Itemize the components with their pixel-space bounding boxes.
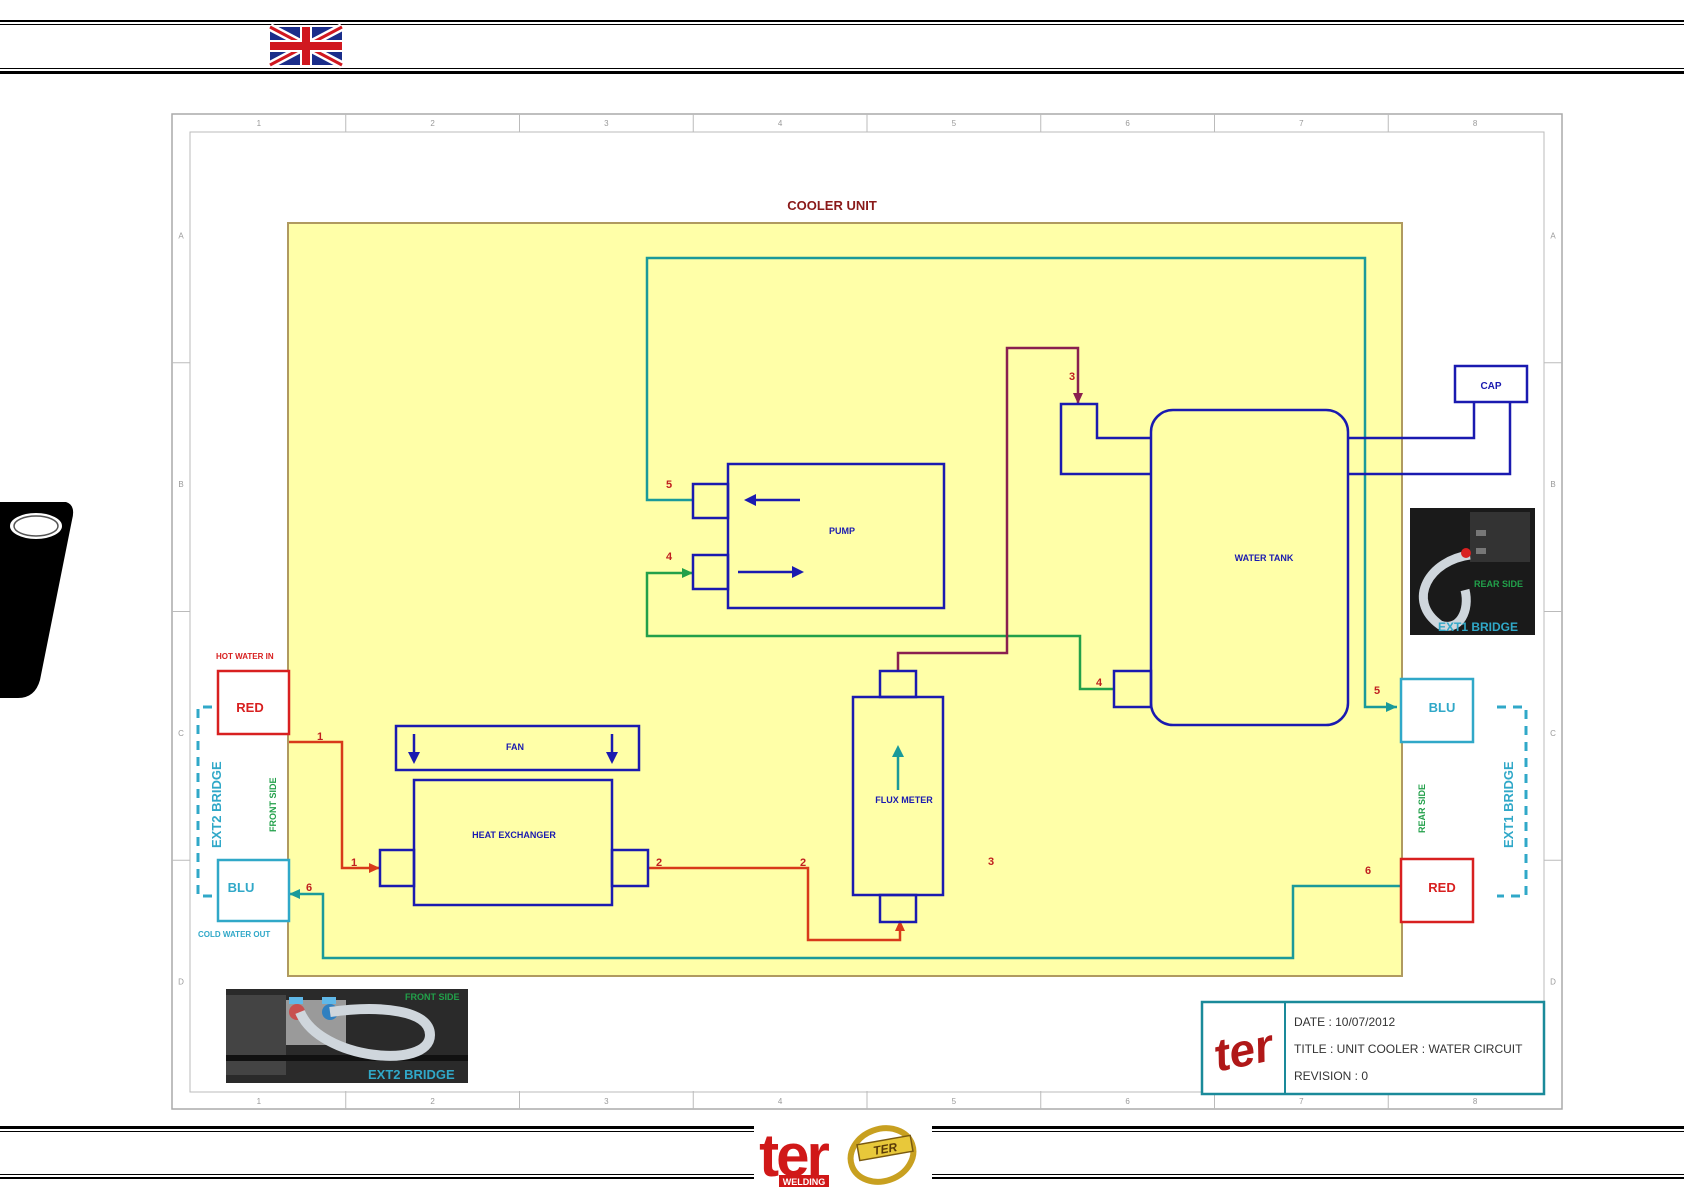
sheet-row-mark: D [178, 978, 184, 987]
sheet-row-mark: A [178, 231, 184, 240]
front-photo-caption-side: FRONT SIDE [405, 992, 460, 1002]
line-number: 6 [306, 882, 312, 894]
line-number: 6 [1365, 865, 1371, 877]
rear-side-photo: REAR SIDE EXT1 BRIDGE [1410, 508, 1535, 635]
sheet-col-mark: 8 [1473, 119, 1478, 128]
rear-photo-caption-side: REAR SIDE [1474, 579, 1523, 589]
arrow-head [682, 568, 693, 578]
water-line-3 [896, 346, 1080, 671]
sheet-col-mark: 1 [257, 1097, 262, 1106]
water-line-6 [289, 884, 1401, 960]
pump-label: PUMP [829, 526, 855, 536]
sheet-row-mark: D [1550, 978, 1556, 987]
title-block-date: DATE : 10/07/2012 [1294, 1015, 1396, 1029]
sheet-col-mark: 2 [430, 1097, 435, 1106]
front-side-label: FRONT SIDE [268, 777, 278, 832]
title-block: ter DATE : 10/07/2012 TITLE : UNIT COOLE… [1200, 1000, 1546, 1096]
cap: CAP [1453, 364, 1529, 404]
sheet-row-mark: C [1550, 729, 1556, 738]
water-line-2 [648, 866, 902, 942]
sheet-col-mark: 4 [778, 119, 783, 128]
sheet-row-mark: C [178, 729, 184, 738]
line-number: 1 [351, 857, 357, 869]
cap-label: CAP [1480, 381, 1501, 392]
heat-exchanger-label: HEAT EXCHANGER [472, 830, 556, 840]
ext1-bridge-bracket [1497, 705, 1528, 898]
line-number: 5 [1374, 685, 1380, 697]
title-block-logo: ter [1209, 1018, 1279, 1082]
line-number: 2 [800, 857, 806, 869]
heat-exchanger: HEAT EXCHANGER [378, 778, 650, 907]
line-number: 4 [666, 551, 673, 563]
fan: FAN [394, 724, 641, 772]
line-number: 4 [1096, 677, 1103, 689]
sheet-col-mark: 6 [1125, 1097, 1130, 1106]
cold-water-out-label: COLD WATER OUT [198, 930, 270, 939]
connector-front-blu: BLU [216, 858, 291, 923]
ext2-bridge-bracket [196, 705, 212, 898]
water-line-4 [645, 571, 1114, 691]
sheet-col-mark: 3 [604, 119, 609, 128]
flux-meter-label: FLUX METER [875, 795, 933, 805]
svg-text:RED: RED [1428, 880, 1455, 895]
footer-brand-sub: WELDING [783, 1177, 826, 1187]
connector-front-red: RED [216, 669, 291, 736]
line-number: 2 [656, 857, 662, 869]
sheet-col-mark: 5 [952, 119, 957, 128]
connector-rear-red: RED [1399, 857, 1475, 924]
sheet-row-mark: B [178, 480, 183, 489]
cooler-unit-panel [287, 222, 1403, 977]
uk-flag-icon [268, 23, 344, 69]
arrow-head [289, 889, 300, 899]
water-tank-label: WATER TANK [1235, 553, 1294, 563]
header-rule-bottom-thick [0, 71, 1684, 74]
line-number: 1 [317, 731, 323, 743]
sheet-col-mark: 3 [604, 1097, 609, 1106]
rear-side-label: REAR SIDE [1417, 784, 1427, 833]
fan-label: FAN [506, 742, 524, 752]
svg-text:BLU: BLU [228, 880, 255, 895]
flux-meter: FLUX METER [851, 669, 945, 924]
footer-logo: ter WELDING TER [754, 1122, 932, 1191]
sheet-col-mark: 4 [778, 1097, 783, 1106]
water-line-5 [645, 256, 1397, 709]
pump: PUMP [691, 462, 946, 610]
header-rule-top-thin [0, 24, 1684, 25]
sheet-col-mark: 2 [430, 119, 435, 128]
title-block-title: TITLE : UNIT COOLER : WATER CIRCUIT [1294, 1042, 1523, 1056]
arrow-head [1386, 702, 1397, 712]
arrow-head [895, 920, 905, 931]
sheet-row-mark: B [1550, 480, 1555, 489]
water-tank: WATER TANK [1059, 402, 1512, 727]
sheet-row-mark: A [1550, 231, 1556, 240]
arrow-head [369, 863, 380, 873]
front-photo-caption-bridge: EXT2 BRIDGE [368, 1067, 455, 1082]
connector-rear-blu: BLU [1399, 677, 1475, 744]
line-number: 5 [666, 479, 672, 491]
header-rule-bottom [0, 68, 1684, 69]
title-block-revision: REVISION : 0 [1294, 1069, 1368, 1083]
footer-second-logo: TER [872, 1140, 898, 1158]
front-side-photo: FRONT SIDE EXT2 BRIDGE [226, 989, 468, 1083]
arrow-head [1073, 393, 1083, 404]
svg-text:BLU: BLU [1429, 700, 1456, 715]
svg-text:RED: RED [236, 700, 263, 715]
ext2-bridge-label: EXT2 BRIDGE [209, 761, 224, 848]
hot-water-in-label: HOT WATER IN [216, 652, 274, 661]
sheet-col-mark: 8 [1473, 1097, 1478, 1106]
sheet-col-mark: 6 [1125, 119, 1130, 128]
sheet-col-mark: 1 [257, 119, 262, 128]
water-line-1 [289, 740, 380, 870]
ext1-bridge-label: EXT1 BRIDGE [1501, 761, 1516, 848]
sheet-col-mark: 7 [1299, 119, 1304, 128]
sheet-col-mark: 7 [1299, 1097, 1304, 1106]
sheet-col-mark: 5 [952, 1097, 957, 1106]
diagram-title: COOLER UNIT [787, 198, 877, 213]
line-number: 3 [988, 856, 994, 868]
side-tab [0, 502, 74, 698]
rear-photo-caption-bridge: EXT1 BRIDGE [1438, 620, 1518, 634]
header-rule-top [0, 20, 1684, 22]
line-number: 3 [1069, 371, 1075, 383]
